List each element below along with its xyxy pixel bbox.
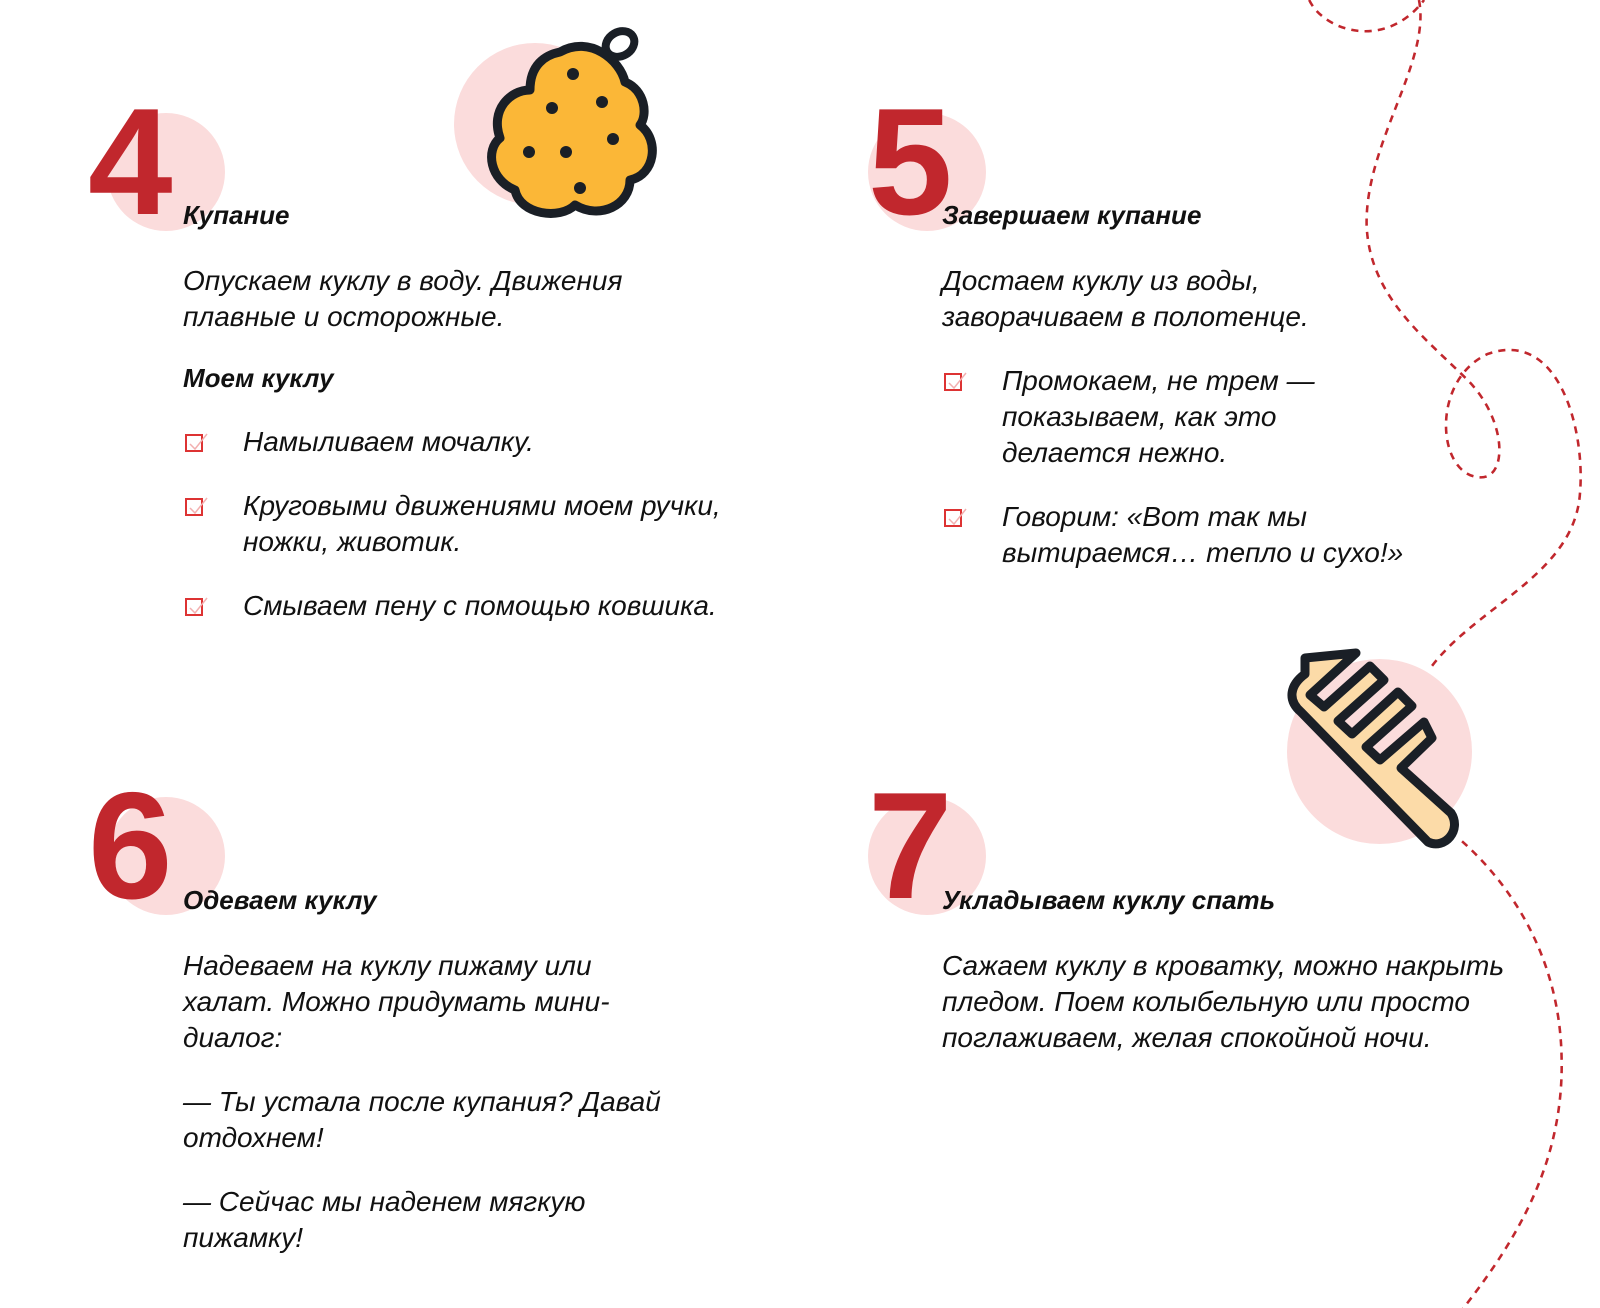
step-title: Одеваем куклу [183,885,377,915]
checkbox-icon [944,372,967,391]
checklist-item: Круговыми движениями моем ручки, ножки, … [183,488,743,560]
step-number: 4 [88,77,173,247]
step-6-content: Одеваем куклу Надеваем на куклу пижаму и… [183,885,743,1284]
number-circle [107,113,225,231]
step-title: Завершаем купание [942,200,1202,230]
number-circle [868,797,986,915]
checklist-item: Говорим: «Вот так мы вытираемся… тепло и… [942,499,1462,571]
paragraph: — Сейчас мы наденем мягкую пижамку! [183,1186,586,1253]
checkbox-icon [185,433,208,452]
checklist-item: Намыливаем мочалку. [183,424,743,460]
checkbox-icon [185,597,208,616]
checklist-item: Смываем пену с помощью ковшика. [183,588,743,624]
icon-circle [1287,659,1472,844]
step-subtitle: Моем куклу [183,363,334,393]
icon-circle [454,43,616,205]
checkbox-icon [944,508,967,527]
step-number: 7 [868,761,953,931]
step-4-content: Купание Опускаем куклу в воду. Движения … [183,200,743,652]
number-circle [868,113,986,231]
step-5-content: Завершаем купание Достаем куклу из воды,… [942,200,1482,599]
paragraph: Надеваем на куклу пижаму или халат. Можн… [183,950,610,1053]
paragraph: Сажаем куклу в кроватку, можно накрыть п… [942,950,1505,1053]
step-intro: Опускаем куклу в воду. Движения плавные … [183,265,623,332]
paragraph: — Ты устала после купания? Давай отдохне… [183,1086,661,1153]
step-intro: Достаем куклу из воды, заворачиваем в по… [942,265,1309,332]
step-title: Укладываем куклу спать [942,885,1276,915]
step-number: 6 [88,761,173,931]
step-number: 5 [868,77,953,247]
number-circle [107,797,225,915]
step-7-content: Укладываем куклу спать Сажаем куклу в кр… [942,885,1522,1084]
step-title: Купание [183,200,290,230]
checkbox-icon [185,497,208,516]
checklist-item: Промокаем, не трем — показываем, как это… [942,363,1402,471]
